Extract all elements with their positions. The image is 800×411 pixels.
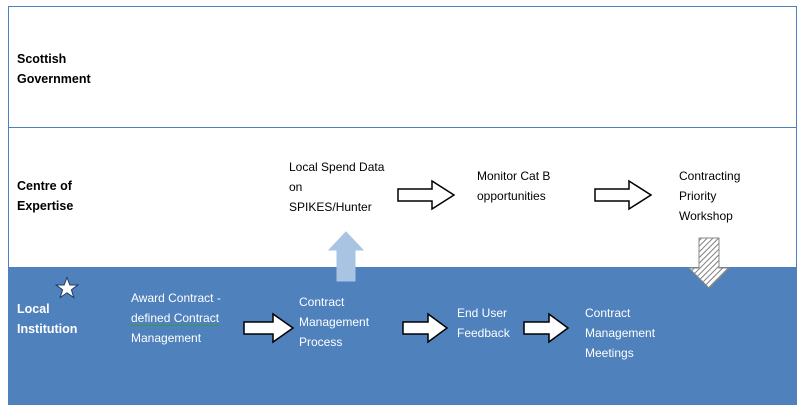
right-arrow-icon xyxy=(243,312,295,344)
lane-label-line2: Institution xyxy=(17,322,78,336)
lane-local-institution: Local Institution xyxy=(8,267,797,405)
node-text-line: Contract xyxy=(299,295,345,309)
node-award-contract: Award Contract - defined Contract Manage… xyxy=(131,288,221,348)
lane-label-line2: Government xyxy=(17,72,91,86)
lane-label-line2: Expertise xyxy=(17,199,74,213)
node-text-line: SPIKES/Hunter xyxy=(289,200,372,214)
right-arrow-icon xyxy=(397,179,456,211)
node-text-line: End User xyxy=(457,306,508,320)
node-monitor-cat-b: Monitor Cat B opportunities xyxy=(477,166,550,206)
node-text-line: Workshop xyxy=(679,209,733,223)
node-contract-management-meetings: Contract Management Meetings xyxy=(585,303,655,363)
node-contracting-priority-workshop: Contracting Priority Workshop xyxy=(679,166,740,226)
node-text-line: Management xyxy=(131,331,202,345)
lane-label-local-institution: Local Institution xyxy=(17,299,77,339)
lane-scottish-government: Scottish Government xyxy=(8,6,797,128)
node-contract-management-process: Contract Management Process xyxy=(299,292,369,352)
lane-label-scottish-government: Scottish Government xyxy=(17,49,91,89)
node-text-line: Award Contract - xyxy=(131,291,221,305)
right-arrow-icon xyxy=(594,179,653,211)
node-text-line: defined Contract xyxy=(131,308,221,328)
node-text-line: Process xyxy=(299,335,343,349)
node-text-line: Local Spend Data xyxy=(289,160,385,174)
node-local-spend-data: Local Spend Data on SPIKES/Hunter xyxy=(289,157,384,217)
node-text-line: Management xyxy=(299,315,370,329)
node-text-line: on xyxy=(289,180,303,194)
node-end-user-feedback: End User Feedback xyxy=(457,303,510,343)
lane-label-line1: Scottish xyxy=(17,52,67,66)
node-text-line: Monitor Cat B xyxy=(477,169,551,183)
right-arrow-icon xyxy=(402,312,449,344)
right-arrow-icon xyxy=(523,312,570,344)
up-arrow-icon xyxy=(327,231,365,282)
node-text-line: Priority xyxy=(679,189,717,203)
node-text-line: opportunities xyxy=(477,189,546,203)
node-text-line: Feedback xyxy=(457,326,510,340)
lane-label-line1: Local xyxy=(17,302,50,316)
node-text-underlined: defined Contract xyxy=(131,311,220,326)
star-icon xyxy=(55,276,79,299)
lane-label-centre-of-expertise: Centre of Expertise xyxy=(17,176,73,216)
lane-label-line1: Centre of xyxy=(17,179,72,193)
down-arrow-icon xyxy=(687,237,731,289)
node-text-line: Management xyxy=(585,326,656,340)
node-text-line: Meetings xyxy=(585,346,634,360)
node-text-line: Contract xyxy=(585,306,631,320)
node-text-line: Contracting xyxy=(679,169,741,183)
